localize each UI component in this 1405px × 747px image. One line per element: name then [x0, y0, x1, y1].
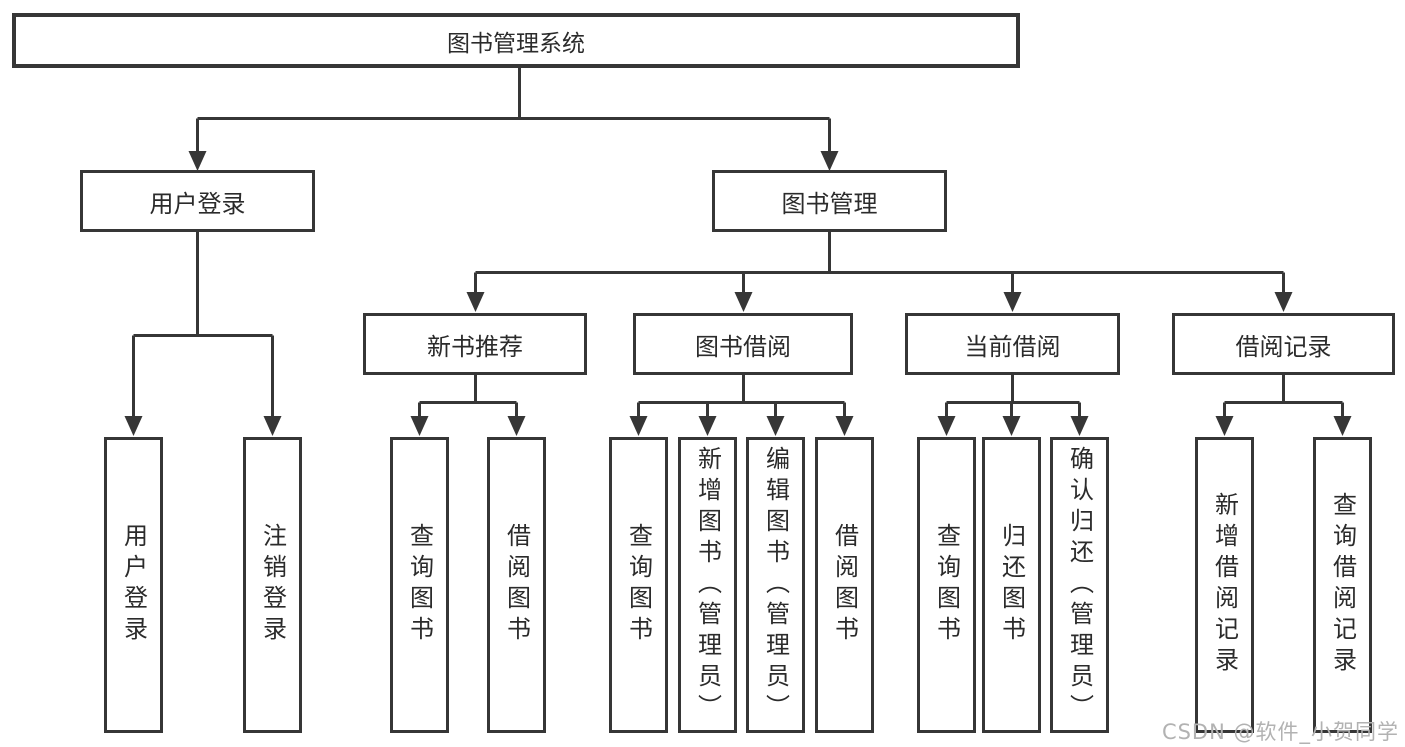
arrowhead-down-icon: [1274, 292, 1293, 312]
node-label: 图书管理系统: [447, 30, 585, 57]
arrowhead-down-icon: [410, 416, 429, 436]
arrowhead-down-icon: [820, 151, 839, 171]
arrowhead-down-icon: [1070, 416, 1089, 436]
connector-user-login-children: [124, 232, 282, 436]
node-current-borrowing: 当前借阅: [905, 313, 1120, 375]
node-label: 查询图书: [932, 523, 961, 647]
node-label: 新增图书（管理员）: [693, 445, 722, 725]
arrowhead-down-icon: [507, 416, 526, 436]
leaf-add-books-admin: 新增图书（管理员）: [678, 437, 737, 733]
leaf-add-borrow-record: 新增借阅记录: [1195, 437, 1254, 733]
node-label: 确认归还（管理员）: [1065, 445, 1094, 725]
arrowhead-down-icon: [835, 416, 854, 436]
watermark-csdn: CSDN @软件_小贺同学: [1161, 720, 1399, 744]
node-label: 借阅图书: [830, 523, 859, 647]
node-label: 借阅记录: [1235, 332, 1332, 361]
connector-current-borrow-children: [937, 375, 1089, 436]
node-label: 当前借阅: [964, 332, 1061, 361]
leaf-edit-books-admin: 编辑图书（管理员）: [746, 437, 805, 733]
leaf-return-books: 归还图书: [982, 437, 1041, 733]
node-label: 图书管理: [781, 189, 878, 218]
leaf-query-books-borrow: 查询图书: [609, 437, 668, 733]
arrowhead-down-icon: [124, 416, 143, 436]
connector-borrow-record-children: [1215, 375, 1352, 436]
arrowhead-down-icon: [1003, 292, 1022, 312]
node-label: 新书推荐: [427, 332, 523, 361]
connector-root-to-level2: [188, 68, 839, 171]
node-label: 用户登录: [119, 523, 148, 647]
leaf-borrow-books: 借阅图书: [815, 437, 874, 733]
node-borrow-records: 借阅记录: [1172, 313, 1395, 375]
node-label: 新增借阅记录: [1210, 492, 1239, 678]
node-label: 图书借阅: [695, 332, 791, 361]
leaf-user-login: 用户登录: [104, 437, 163, 733]
node-label: 查询借阅记录: [1328, 492, 1357, 678]
arrowhead-down-icon: [1215, 416, 1234, 436]
leaf-logout: 注销登录: [243, 437, 302, 733]
arrowhead-down-icon: [1002, 416, 1021, 436]
arrowhead-down-icon: [629, 416, 648, 436]
arrowhead-down-icon: [698, 416, 717, 436]
leaf-confirm-return-admin: 确认归还（管理员）: [1050, 437, 1109, 733]
node-label: 查询图书: [624, 523, 653, 647]
node-label: 查询图书: [405, 523, 434, 647]
connector-book-mgmt-children: [466, 232, 1293, 312]
connector-book-borrow-children: [629, 375, 854, 436]
arrowhead-down-icon: [937, 416, 956, 436]
node-new-book-recommend: 新书推荐: [363, 313, 587, 375]
node-label: 归还图书: [997, 523, 1026, 647]
node-user-login: 用户登录: [80, 170, 315, 232]
leaf-query-borrow-record: 查询借阅记录: [1313, 437, 1372, 733]
node-label: 注销登录: [258, 523, 287, 647]
node-library-system: 图书管理系统: [12, 13, 1020, 68]
node-book-borrowing: 图书借阅: [633, 313, 853, 375]
node-book-management: 图书管理: [712, 170, 947, 232]
connector-new-book-children: [410, 375, 526, 436]
node-label: 用户登录: [149, 189, 246, 218]
arrowhead-down-icon: [734, 292, 753, 312]
leaf-query-books-current: 查询图书: [917, 437, 976, 733]
leaf-borrow-books-recommend: 借阅图书: [487, 437, 546, 733]
arrowhead-down-icon: [766, 416, 785, 436]
arrowhead-down-icon: [1333, 416, 1352, 436]
node-label: 编辑图书（管理员）: [761, 445, 790, 725]
node-label: 借阅图书: [502, 523, 531, 647]
arrowhead-down-icon: [466, 292, 485, 312]
leaf-query-books-recommend: 查询图书: [390, 437, 449, 733]
arrowhead-down-icon: [263, 416, 282, 436]
arrowhead-down-icon: [188, 151, 207, 171]
